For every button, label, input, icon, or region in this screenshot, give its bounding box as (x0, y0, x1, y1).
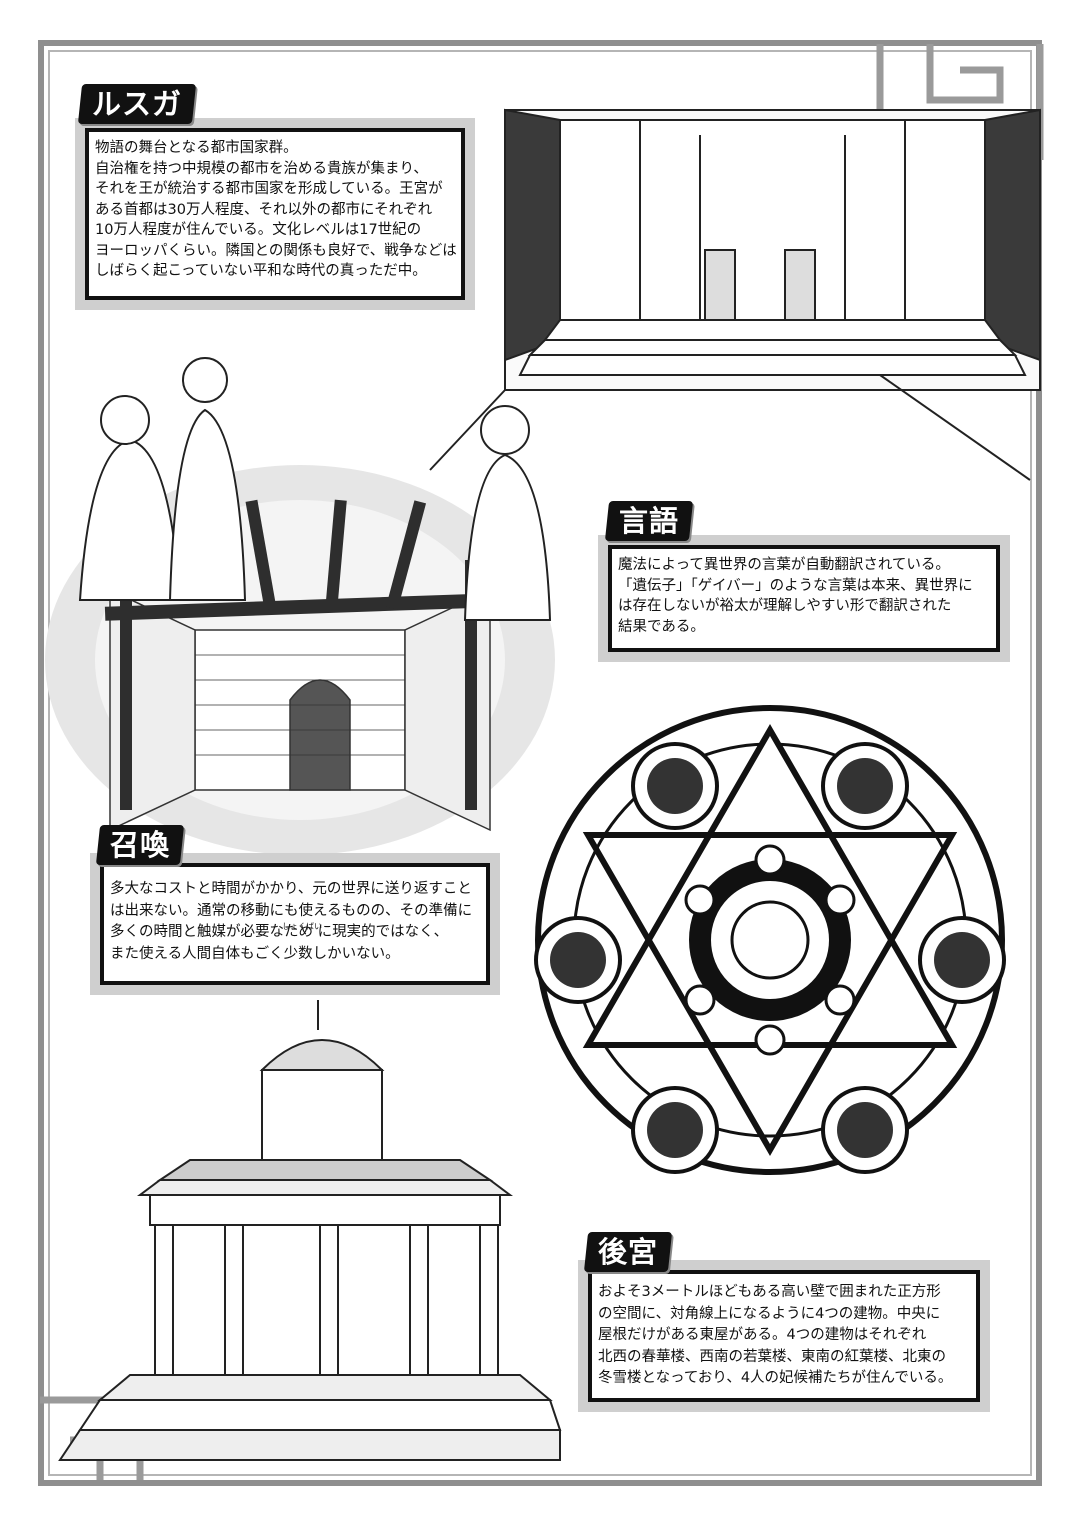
shokan-ruby: しょくばい (282, 922, 322, 931)
gengo-panel: 魔法によって異世界の言葉が自動翻訳されている。 「遺伝子」「ゲイバー」のような言… (608, 545, 1000, 652)
shokan-section: 多大なコストと時間がかかり、元の世界に送り返すこと は出来ない。通常の移動にも使… (90, 853, 500, 995)
gengo-body: 魔法によって異世界の言葉が自動翻訳されている。 「遺伝子」「ゲイバー」のような言… (618, 557, 973, 635)
rusuga-body: 物語の舞台となる都市国家群。 自治権を持つ中規模の都市を治める貴族が集まり、 そ… (95, 140, 457, 279)
gazebo-illustration (58, 1000, 562, 1461)
gengo-title: 言語 (604, 501, 694, 541)
rusuga-panel: 物語の舞台となる都市国家群。 自治権を持つ中規模の都市を治める貴族が集まり、 そ… (85, 128, 465, 300)
gengo-section: 魔法によって異世界の言葉が自動翻訳されている。 「遺伝子」「ゲイバー」のような言… (598, 535, 1010, 662)
shokan-title: 召喚 (95, 825, 185, 865)
kokyu-panel: およそ3メートルほどもある高い壁で囲まれた正方形 の空間に、対角線上になるように… (588, 1270, 980, 1402)
rusuga-section: 物語の舞台となる都市国家群。 自治権を持つ中規模の都市を治める貴族が集まり、 そ… (75, 118, 475, 310)
page-frame (38, 40, 1042, 1486)
rusuga-title-text: ルスガ (92, 87, 183, 121)
gengo-title-text: 言語 (619, 504, 680, 538)
kokyu-section: およそ3メートルほどもある高い壁で囲まれた正方形 の空間に、対角線上になるように… (578, 1260, 990, 1412)
rusuga-title: ルスガ (77, 84, 197, 124)
page-frame-inner (48, 50, 1032, 1476)
magic-circle-illustration (534, 705, 1006, 1175)
shokan-panel: 多大なコストと時間がかかり、元の世界に送り返すこと は出来ない。通常の移動にも使… (100, 863, 490, 985)
kokyu-title: 後宮 (583, 1232, 673, 1272)
shokan-body: 多大なコストと時間がかかり、元の世界に送り返すこと は出来ない。通常の移動にも使… (110, 881, 473, 962)
kokyu-body: およそ3メートルほどもある高い壁で囲まれた正方形 の空間に、対角線上になるように… (598, 1284, 953, 1386)
kokyu-title-text: 後宮 (598, 1235, 659, 1269)
shokan-title-text: 召喚 (110, 828, 171, 862)
throne-room-illustration (429, 108, 1041, 481)
characters-illustration (78, 357, 552, 621)
